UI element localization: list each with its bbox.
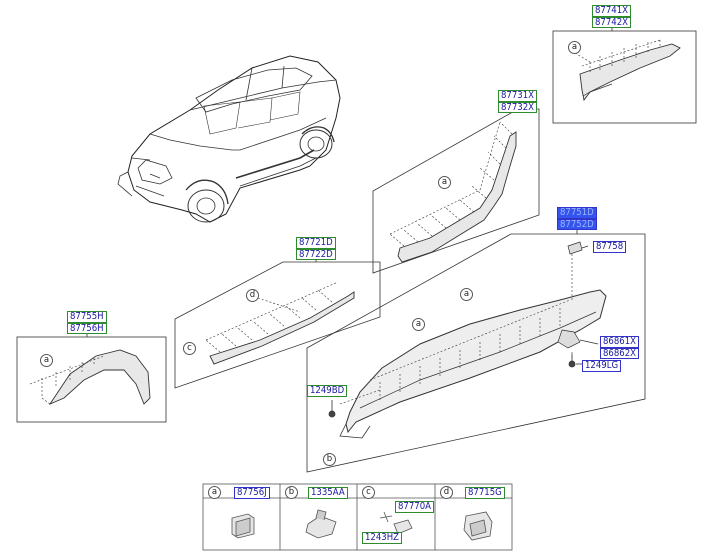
part-number-label[interactable]: 87742X: [592, 16, 632, 28]
part-number-label[interactable]: 86862X: [600, 347, 640, 359]
part-number-group-top-right: 87741X 87742X: [592, 5, 632, 28]
callout-a: a: [40, 354, 53, 367]
part-number-label[interactable]: 87722D: [296, 248, 336, 260]
table-letter-c: c: [362, 486, 375, 499]
part-number-group-middle-upper: 87731X 87732X: [498, 90, 538, 113]
callout-a: a: [460, 288, 473, 301]
part-number-label[interactable]: 87755H: [67, 311, 107, 323]
part-number-group-middle-left: 87721D 87722D: [296, 237, 336, 260]
box-main: [306, 222, 646, 473]
part-number-group-main-selected: 87751D 87752D: [557, 207, 597, 230]
table-letter-a: a: [208, 486, 221, 499]
part-number-label[interactable]: 86861X: [600, 336, 640, 348]
box-middle-upper: [372, 101, 540, 274]
part-number-label[interactable]: 87731X: [498, 90, 538, 102]
part-number-label[interactable]: 87770A: [395, 501, 435, 513]
part-number-label[interactable]: 87758: [593, 241, 627, 253]
callout-a: a: [412, 318, 425, 331]
part-number-label-selected[interactable]: 87752D: [557, 218, 597, 230]
part-number-label[interactable]: 1249BD: [307, 385, 348, 397]
part-number-label[interactable]: 87741X: [592, 5, 632, 17]
part-number-label[interactable]: 1335AA: [308, 487, 348, 499]
part-number-label[interactable]: 87721D: [296, 237, 336, 249]
part-number-group-left: 87755H 87756H: [67, 311, 107, 334]
callout-a: a: [438, 176, 451, 189]
box-left: [16, 332, 167, 423]
part-number-label[interactable]: 87756H: [67, 322, 107, 334]
part-number-label[interactable]: 87756J: [234, 487, 270, 499]
callout-a: a: [568, 41, 581, 54]
table-letter-d: d: [440, 486, 453, 499]
callout-b: b: [323, 453, 336, 466]
part-number-group-bracket: 86861X 86862X: [600, 336, 640, 359]
part-number-label[interactable]: 87732X: [498, 101, 538, 113]
fastener-table: [202, 483, 513, 551]
part-number-label[interactable]: 87715G: [465, 487, 505, 499]
box-middle-left: [174, 257, 381, 389]
callout-c: c: [183, 342, 196, 355]
part-number-label-selected[interactable]: 87751D: [557, 207, 597, 219]
vehicle-illustration: [117, 55, 341, 223]
callout-d: d: [246, 289, 259, 302]
table-letter-b: b: [285, 486, 298, 499]
part-number-label[interactable]: 1243HZ: [362, 532, 403, 544]
part-number-label[interactable]: 1249LG: [582, 360, 622, 372]
box-top-right: [552, 26, 697, 124]
